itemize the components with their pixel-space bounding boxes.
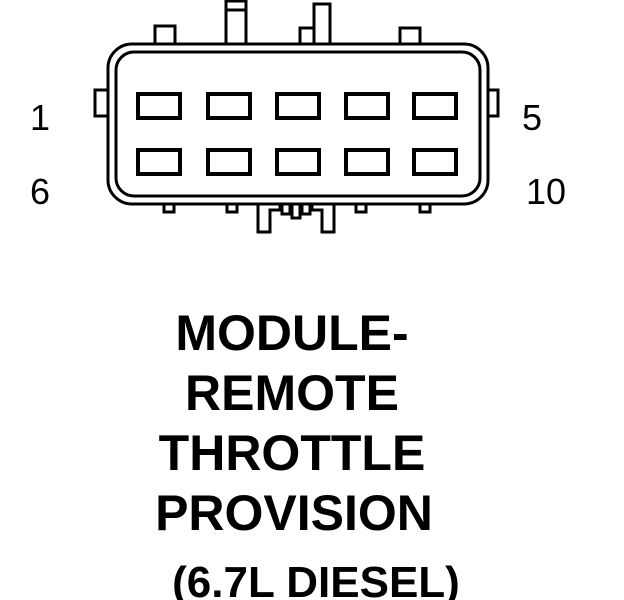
- caption-line-3: THROTTLE: [159, 425, 426, 481]
- pin-label-6: 6: [30, 171, 50, 212]
- connector-housing-outer: [106, 42, 490, 206]
- cavity-10: [412, 148, 458, 176]
- bottom-latch-pin-left: [280, 202, 292, 216]
- pin-label-10: 10: [526, 171, 566, 212]
- bottom-tabs: [162, 202, 432, 214]
- top-tab-tall-right: [312, 2, 332, 50]
- bottom-tab-3: [354, 202, 368, 214]
- cavity-row-bottom: [136, 148, 458, 176]
- caption-line-1: MODULE-: [175, 305, 408, 361]
- caption-line-2: REMOTE: [185, 365, 399, 421]
- bottom-latch-pin-right: [300, 202, 312, 216]
- cavity-3: [275, 92, 321, 120]
- cavity-2: [206, 92, 252, 120]
- cavity-7: [206, 148, 252, 176]
- bottom-latch-left: [256, 204, 282, 234]
- cavity-9: [344, 148, 390, 176]
- pin-label-1: 1: [30, 97, 50, 138]
- caption: MODULE- REMOTE THROTTLE PROVISION (6.7L …: [155, 305, 460, 600]
- caption-subline: (6.7L DIESEL): [172, 558, 460, 600]
- bottom-latch-right: [310, 204, 336, 234]
- connector-housing-inner: [114, 50, 482, 198]
- bottom-tab-2: [225, 202, 239, 214]
- pin-label-5: 5: [522, 97, 542, 138]
- caption-line-4: PROVISION: [155, 485, 433, 541]
- bottom-latch-pin-mid: [290, 202, 302, 220]
- cavity-8: [275, 148, 321, 176]
- cavity-4: [344, 92, 390, 120]
- bottom-tab-4: [418, 202, 432, 214]
- top-tab-tall-left: [224, 6, 248, 50]
- cavity-6: [136, 148, 182, 176]
- top-tabs: [153, 0, 422, 50]
- cavity-1: [136, 92, 182, 120]
- bottom-latch: [256, 202, 336, 234]
- top-tab-tall-left-cap: [224, 0, 248, 12]
- bottom-tab-1: [162, 202, 176, 214]
- cavity-5: [412, 92, 458, 120]
- cavity-row-top: [136, 92, 458, 120]
